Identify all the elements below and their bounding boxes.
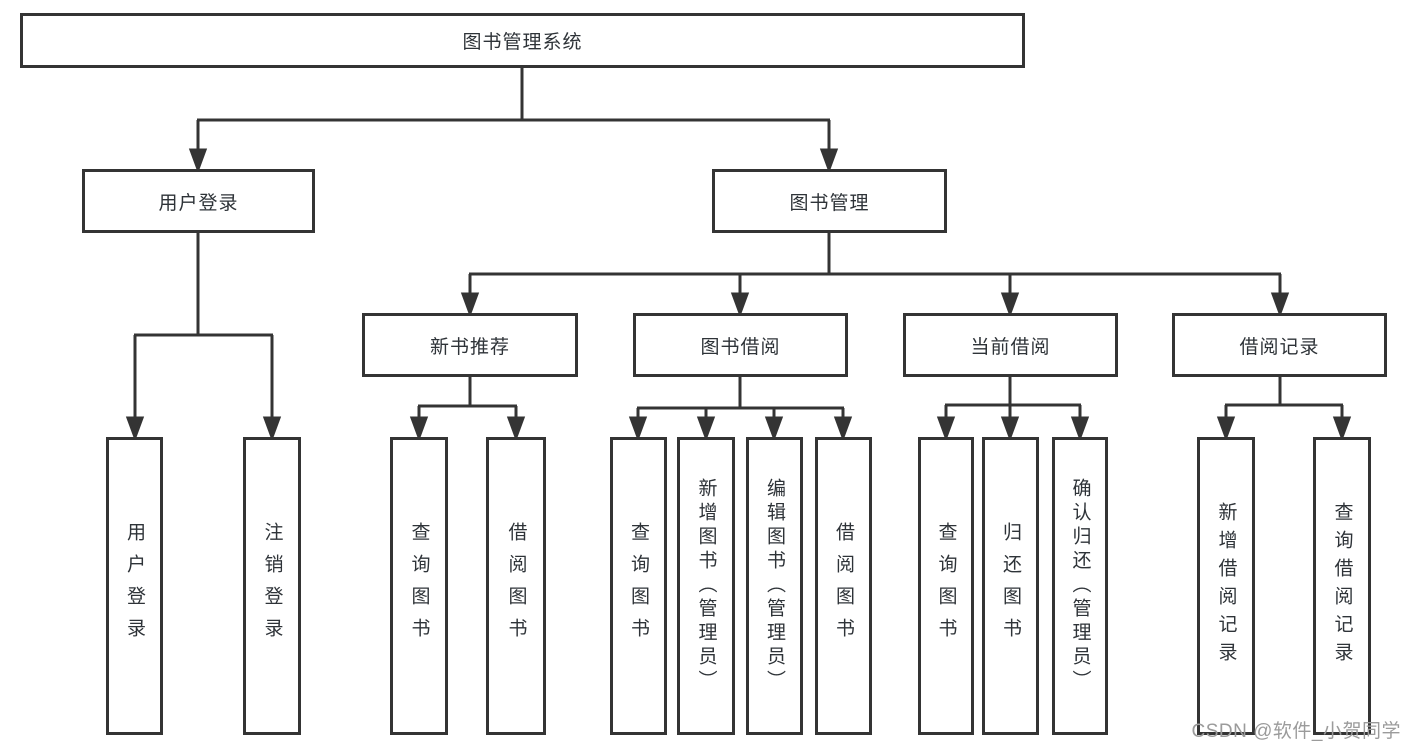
leaf-label: 用户登录 <box>124 522 145 650</box>
node-current-borrow: 当前借阅 <box>903 313 1118 377</box>
leaf-user-login: 用户登录 <box>106 437 163 735</box>
node-book-management: 图书管理 <box>712 169 947 233</box>
node-label: 新书推荐 <box>429 336 510 358</box>
leaf-label: 归还图书 <box>1000 522 1021 650</box>
leaf-borrow-books: 借阅图书 <box>815 437 872 735</box>
leaf-confirm-return-admin: 确认归还（管理员） <box>1052 437 1108 735</box>
node-new-book-recommend: 新书推荐 <box>362 313 578 377</box>
leaf-query-books-borrow: 查询图书 <box>610 437 667 735</box>
node-library-management-system: 图书管理系统 <box>20 13 1025 68</box>
node-book-borrow: 图书借阅 <box>633 313 848 377</box>
node-label: 图书借阅 <box>700 336 781 358</box>
leaf-label: 借阅图书 <box>505 522 527 650</box>
leaf-label: 查询图书 <box>408 522 430 650</box>
node-user-login: 用户登录 <box>82 169 315 233</box>
leaf-query-books-recommend: 查询图书 <box>390 437 448 735</box>
node-label: 当前借阅 <box>970 336 1051 358</box>
leaf-label: 查询借阅记录 <box>1331 502 1353 670</box>
leaf-label: 借阅图书 <box>833 522 854 650</box>
leaf-return-book: 归还图书 <box>982 437 1039 735</box>
leaf-label: 新增借阅记录 <box>1215 502 1237 670</box>
leaf-label: 确认归还（管理员） <box>1069 478 1091 694</box>
node-label: 图书管理系统 <box>462 32 583 53</box>
leaf-label: 注销登录 <box>261 522 283 650</box>
node-label: 图书管理 <box>789 192 870 214</box>
leaf-label: 查询图书 <box>935 522 957 650</box>
leaf-add-book-admin: 新增图书（管理员） <box>677 437 735 735</box>
node-borrow-records: 借阅记录 <box>1172 313 1387 377</box>
leaf-label: 查询图书 <box>628 522 649 650</box>
leaf-edit-book-admin: 编辑图书（管理员） <box>746 437 803 735</box>
leaf-logout-login: 注销登录 <box>243 437 301 735</box>
leaf-label: 新增图书（管理员） <box>695 478 717 694</box>
leaf-query-books-current: 查询图书 <box>918 437 974 735</box>
leaf-query-borrow-record: 查询借阅记录 <box>1313 437 1371 735</box>
node-label: 用户登录 <box>158 192 239 214</box>
node-label: 借阅记录 <box>1239 336 1320 358</box>
leaf-add-borrow-record: 新增借阅记录 <box>1197 437 1255 735</box>
leaf-label: 编辑图书（管理员） <box>764 478 785 694</box>
leaf-borrow-books-recommend: 借阅图书 <box>486 437 546 735</box>
